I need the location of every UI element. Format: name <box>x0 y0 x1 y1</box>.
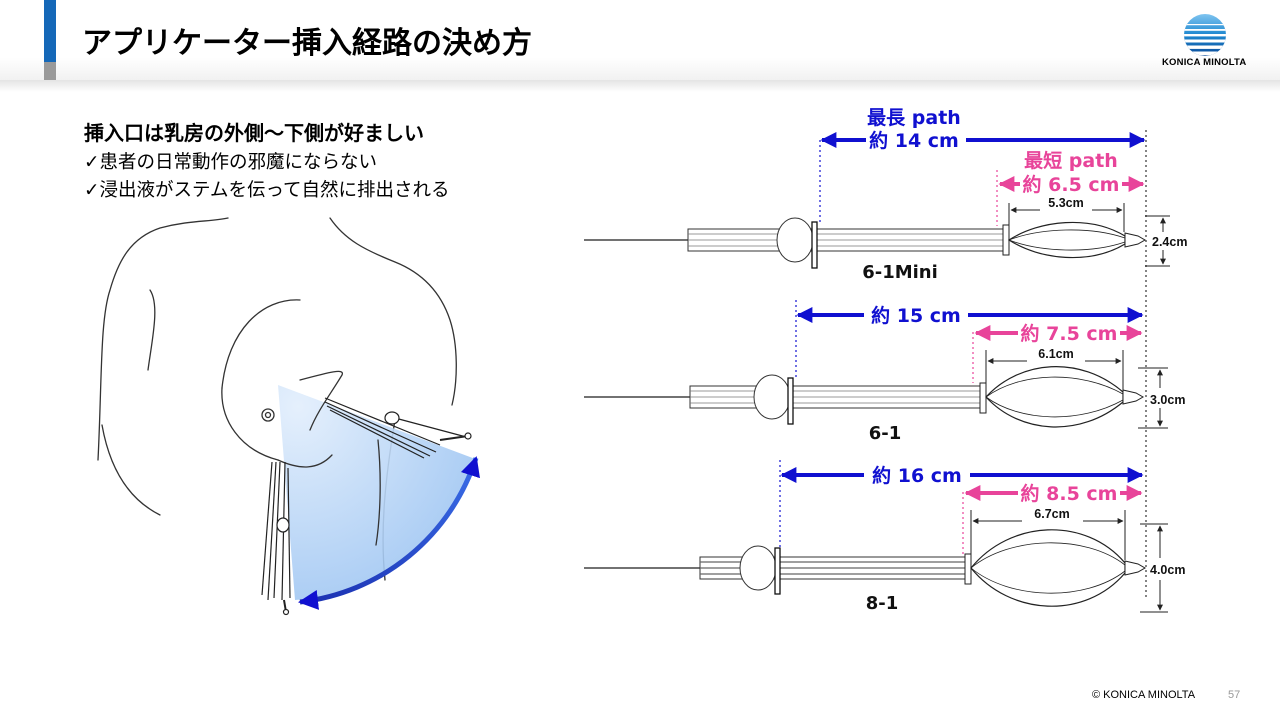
dimension-lines <box>970 203 1170 613</box>
model-tip-length: 約 8.5 cm <box>1021 482 1118 505</box>
tip-length-arrows <box>964 176 1145 501</box>
model-length-dimension: 5.3cm <box>1048 196 1083 210</box>
applicator-illustration-lower <box>261 461 291 616</box>
slide-header <box>0 0 1280 82</box>
header-rule <box>0 80 1280 92</box>
model-total-length: 約 14 cm <box>869 129 959 152</box>
model-total-length: 約 15 cm <box>871 304 961 327</box>
subheading: 挿入口は乳房の外側～下側が好ましい <box>84 121 424 145</box>
model-name: 6-1Mini <box>862 262 938 283</box>
guide-lines <box>779 130 1147 600</box>
insertion-area-arc-arrow <box>298 456 480 610</box>
model-name: 8-1 <box>866 593 899 614</box>
slide-title: アプリケーター挿入経路の決め方 <box>82 26 532 61</box>
model-diameter-dimension: 2.4cm <box>1152 235 1187 249</box>
applicator-6-1 <box>584 366 1145 428</box>
model-name: 6-1 <box>869 423 902 444</box>
title-accent-bar <box>44 0 56 62</box>
model-tip-length: 約 6.5 cm <box>1023 173 1120 196</box>
konica-minolta-globe-icon <box>1184 14 1226 56</box>
model-total-length: 約 16 cm <box>872 464 962 487</box>
total-length-arrows <box>780 132 1146 483</box>
insertion-area-sector <box>278 385 478 600</box>
copyright-footer: © KONICA MINOLTA <box>1092 689 1196 701</box>
applicator-illustration-side <box>324 397 472 459</box>
title-accent-bar-gray <box>44 62 56 80</box>
longest-path-label: 最長 path <box>867 107 961 129</box>
logo-wordmark: KONICA MINOLTA <box>1162 57 1247 68</box>
model-length-dimension: 6.1cm <box>1038 347 1073 361</box>
model-diameter-dimension: 4.0cm <box>1150 563 1185 577</box>
page-number: 57 <box>1228 689 1241 701</box>
shortest-path-label: 最短 path <box>1024 149 1118 172</box>
body-illustration <box>97 217 457 581</box>
applicator-6-1mini <box>584 217 1147 269</box>
applicator-8-1 <box>584 529 1147 607</box>
model-diameter-dimension: 3.0cm <box>1150 393 1185 407</box>
bullet-item: ✓患者の日常動作の邪魔にならない <box>84 152 378 173</box>
model-tip-length: 約 7.5 cm <box>1021 322 1118 345</box>
model-length-dimension: 6.7cm <box>1034 507 1069 521</box>
bullet-item: ✓浸出液がステムを伝って自然に排出される <box>84 180 450 201</box>
